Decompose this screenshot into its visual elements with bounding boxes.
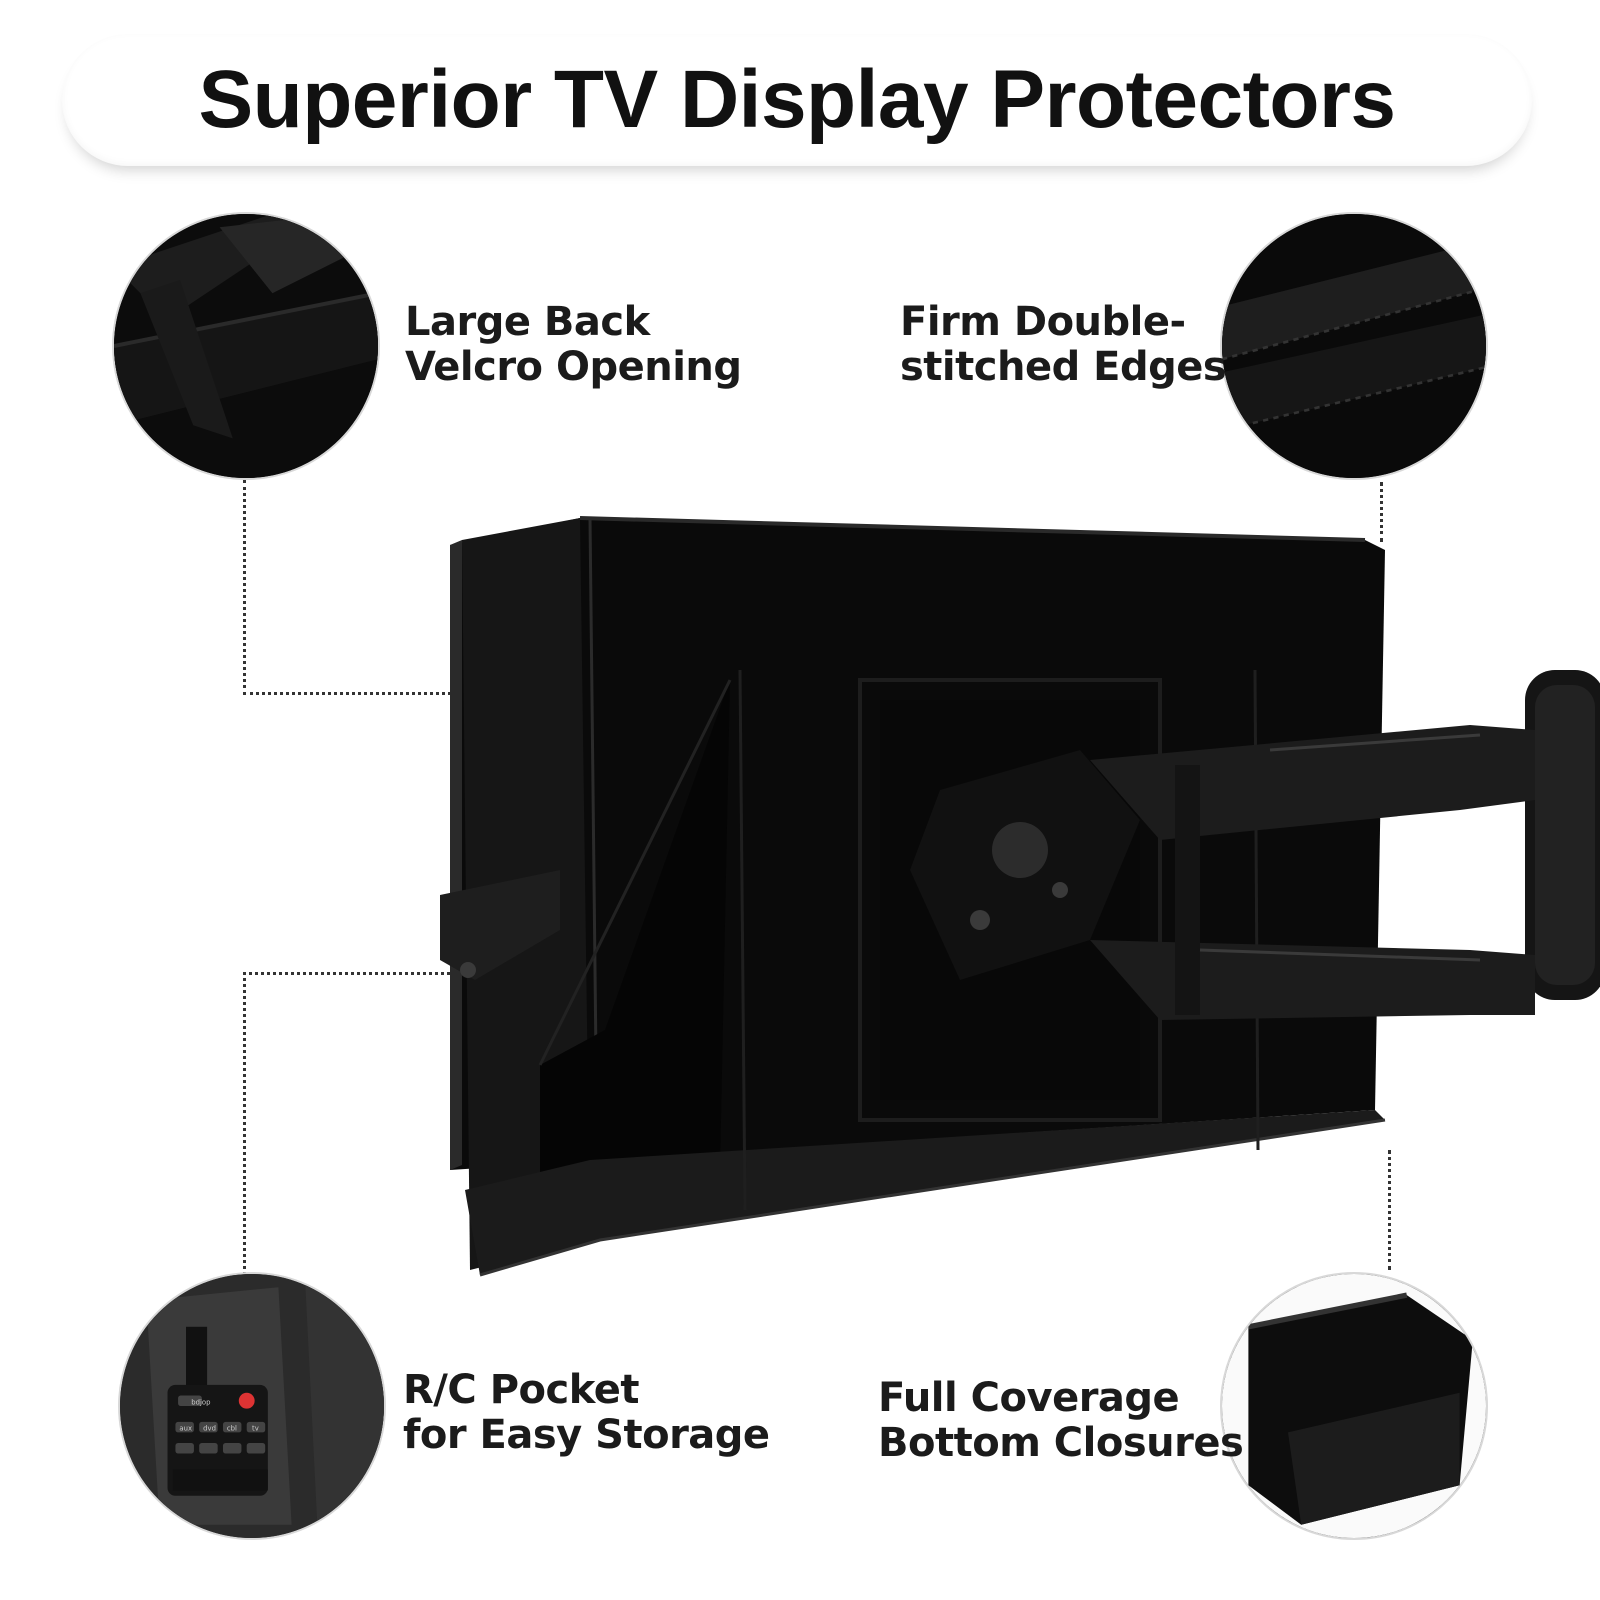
remote-top-button-label: bdjop — [191, 1399, 210, 1407]
stitching-label-line2: stitched Edges — [900, 344, 1227, 390]
bottom-closure-detail-icon — [1220, 1272, 1488, 1540]
remote-pocket-detail-icon: bdjop aux dvd cbl tv — [118, 1272, 386, 1540]
title-banner: Superior TV Display Protectors — [62, 34, 1532, 166]
stitching-feature-label: Firm Double- stitched Edges — [900, 299, 1227, 390]
tv-cover-product-image — [440, 510, 1600, 1310]
pocket-feature-label: R/C Pocket for Easy Storage — [403, 1368, 770, 1458]
page-title: Superior TV Display Protectors — [198, 54, 1396, 145]
bottom-feature-label: Full Coverage Bottom Closures — [878, 1375, 1244, 1466]
pocket-label-line2: for Easy Storage — [403, 1412, 770, 1458]
pocket-label-line1: R/C Pocket — [403, 1367, 639, 1413]
velcro-label-line2: Velcro Opening — [405, 344, 742, 390]
remote-button-aux: aux — [179, 1424, 192, 1432]
bottom-label-line2: Bottom Closures — [878, 1420, 1244, 1466]
bottom-connector — [1388, 1150, 1391, 1270]
velcro-label-line1: Large Back — [405, 299, 650, 345]
remote-button-dvd: dvd — [203, 1424, 216, 1432]
remote-button-tv: tv — [252, 1424, 259, 1432]
stitched-edge-detail-icon — [1220, 212, 1488, 480]
stitching-label-line1: Firm Double- — [900, 299, 1186, 345]
stitching-connector — [1380, 482, 1383, 542]
remote-button-cbl: cbl — [227, 1424, 237, 1432]
pocket-connector — [243, 972, 468, 1275]
velcro-feature-label: Large Back Velcro Opening — [405, 300, 742, 390]
velcro-detail-icon — [112, 212, 380, 480]
tv-cover-illustration — [440, 516, 1600, 1277]
bottom-label-line1: Full Coverage — [878, 1375, 1180, 1421]
